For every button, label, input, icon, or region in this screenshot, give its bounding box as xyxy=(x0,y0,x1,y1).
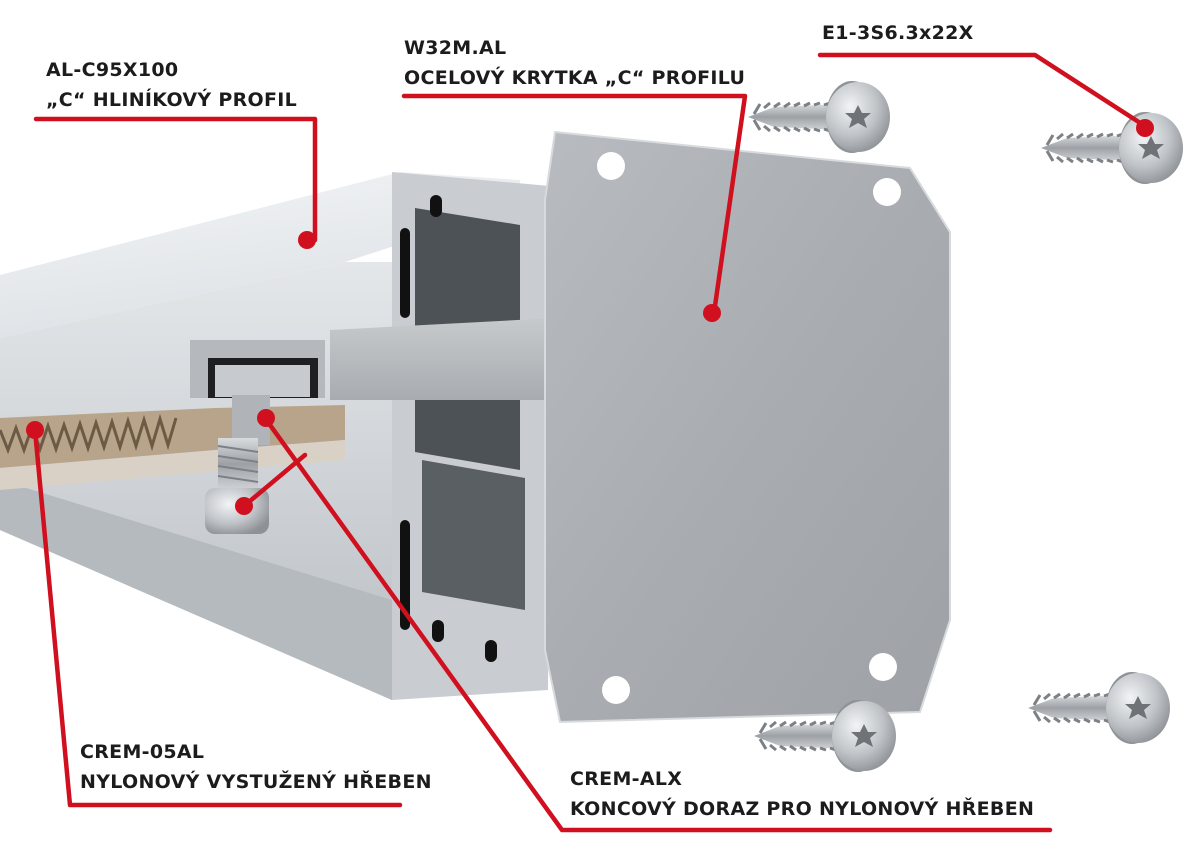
callout-crem-05al: CREM-05AL NYLONOVÝ VYSTUŽENÝ HŘEBEN xyxy=(80,737,432,797)
callout-w32m-al: W32M.AL OCELOVÝ KRYTKA „C“ PROFILU xyxy=(404,33,745,93)
callout-crem-alx: CREM-ALX KONCOVÝ DORAZ PRO NYLONOVÝ HŘEB… xyxy=(570,764,1034,824)
callout-code: AL-C95X100 xyxy=(46,59,179,81)
leader-crem-alx-bolt xyxy=(241,452,308,509)
callout-leaders xyxy=(32,52,1151,833)
torx-screw-icon xyxy=(1039,110,1185,186)
torx-screw-icon xyxy=(1026,670,1172,746)
cover-bar xyxy=(330,318,555,400)
callout-code: CREM-ALX xyxy=(570,768,683,790)
callout-description: „C“ HLINÍKOVÝ PROFIL xyxy=(46,89,298,111)
callout-description: OCELOVÝ KRYTKA „C“ PROFILU xyxy=(404,67,746,89)
leader-e1-screw xyxy=(817,52,1151,131)
steel-cover-plate xyxy=(544,130,951,724)
callout-code: CREM-05AL xyxy=(80,741,205,763)
callout-description: NYLONOVÝ VYSTUŽENÝ HŘEBEN xyxy=(80,771,432,793)
callout-al-c95x100: AL-C95X100 „C“ HLINÍKOVÝ PROFIL xyxy=(46,55,297,115)
leader-crem-05al xyxy=(32,427,403,808)
torx-screw-icon xyxy=(746,79,892,155)
profile-top-face xyxy=(0,172,520,338)
callout-e1-screw: E1-3S6.3x22X xyxy=(822,18,974,48)
leader-al-c95x100 xyxy=(33,116,318,243)
callout-description: KONCOVÝ DORAZ PRO NYLONOVÝ HŘEBEN xyxy=(570,798,1035,820)
callout-code: W32M.AL xyxy=(404,37,507,59)
leader-crem-alx xyxy=(262,415,1053,833)
callout-code: E1-3S6.3x22X xyxy=(822,22,974,44)
callout-dots xyxy=(26,119,1154,515)
leader-w32m-al xyxy=(401,93,748,316)
